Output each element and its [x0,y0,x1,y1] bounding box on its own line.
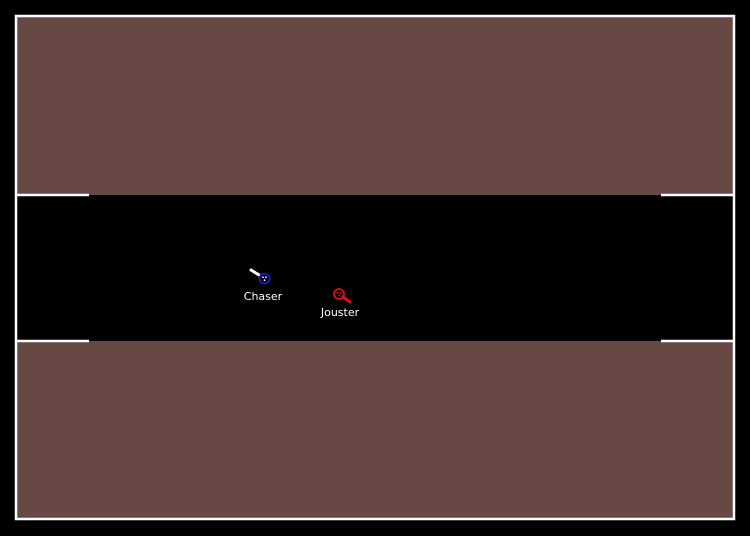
jouster-lance [341,295,352,304]
jouster-eye [336,291,339,294]
player-jouster: Jouster [320,288,360,319]
arena-track [17,196,733,340]
jouster-body [333,288,345,300]
floor-top-region [17,17,733,195]
jouster-eye [339,291,342,294]
chaser-eye [265,276,267,279]
floor-bottom-region [17,341,733,518]
chaser-name-label: Chaser [244,290,283,303]
chaser-eye [262,276,264,279]
jouster-name-label: Jouster [320,306,360,319]
jouster-eye [338,294,340,297]
outer-wall [14,14,736,521]
chaser-body [258,272,271,285]
chaser-eye [263,279,266,282]
player-chaser: Chaser [244,268,283,303]
chaser-lance [249,268,261,277]
